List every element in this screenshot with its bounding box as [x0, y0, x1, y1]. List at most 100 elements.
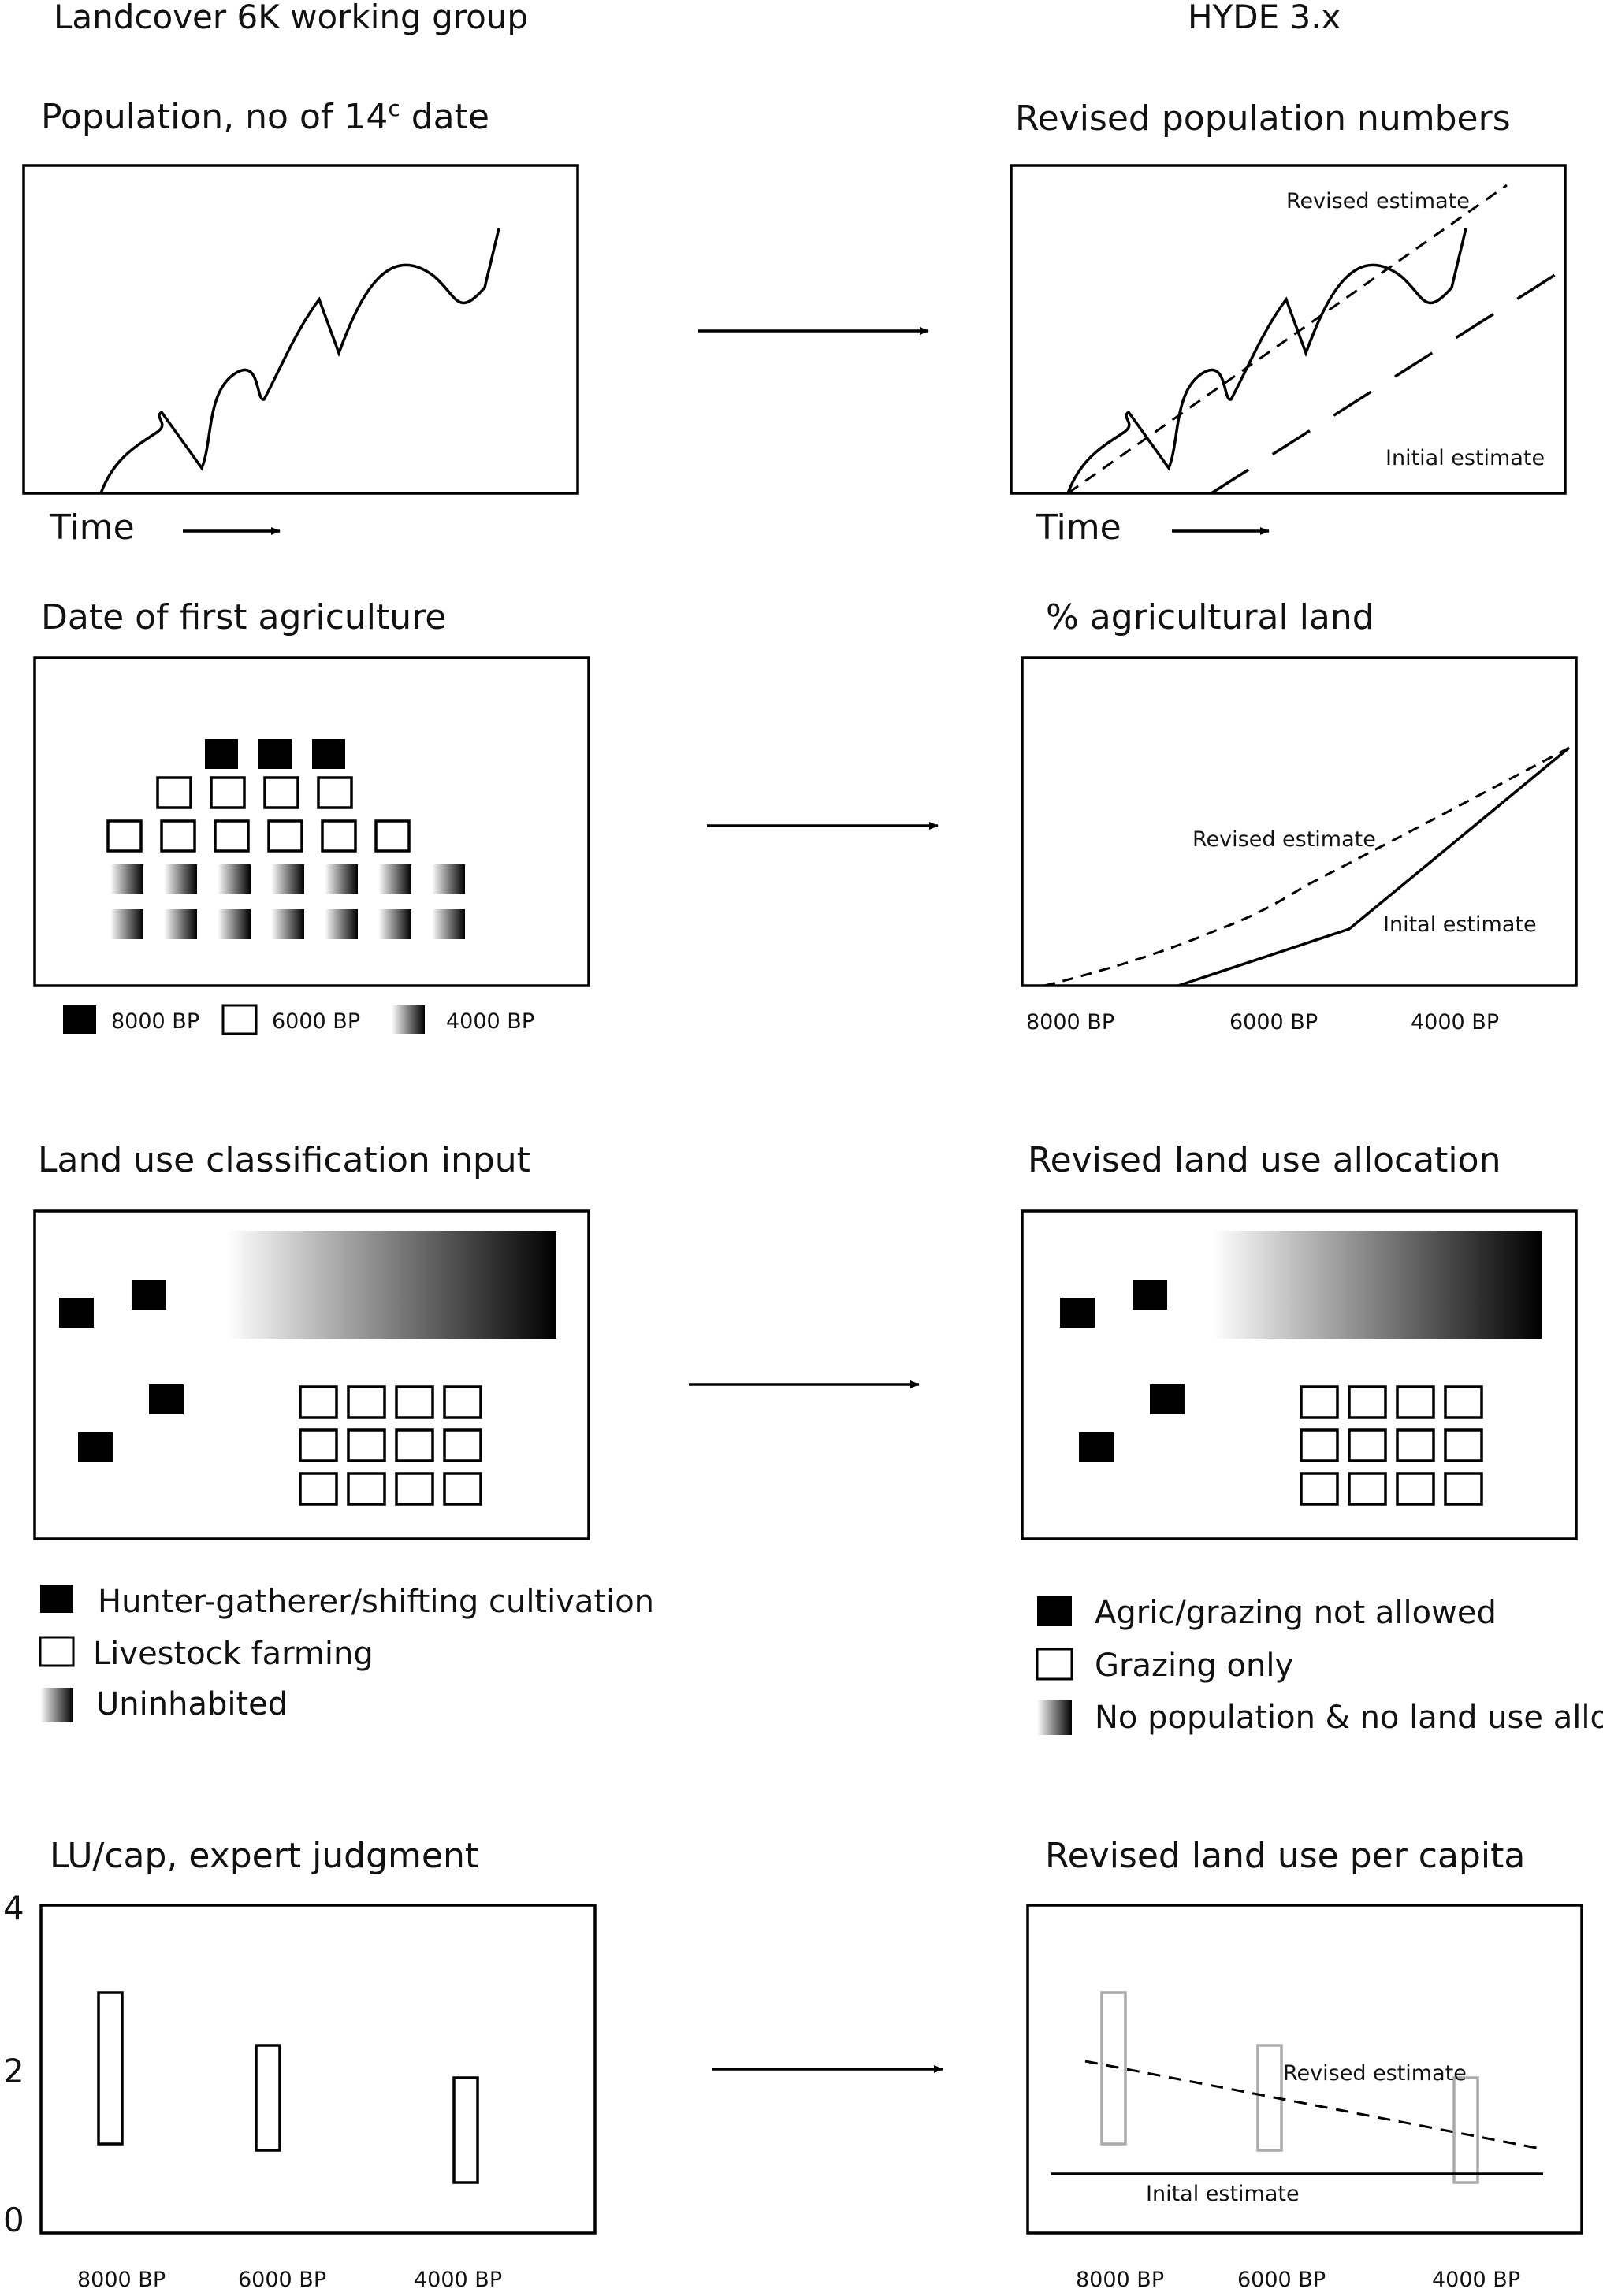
revised-estimate-line	[1067, 184, 1508, 495]
y-tick-4: 4	[3, 1889, 24, 1927]
y-tick-0: 0	[3, 2201, 24, 2239]
uninhabited-gradient	[227, 1231, 556, 1339]
lucap-left-panel	[39, 1904, 597, 2235]
agric-not-allowed-cell	[1133, 1280, 1167, 1310]
agri-cell-6000bp	[160, 819, 196, 853]
grazing-only-cell	[1300, 1472, 1339, 1506]
legend-no-population-label: No population & no land use allowed	[1095, 1700, 1603, 1736]
agri-x-tick-6000bp: 6000 BP	[1229, 1010, 1318, 1035]
agri-initial-estimate-line	[1177, 746, 1571, 987]
time-label-right: Time	[1036, 507, 1121, 548]
legend-4000bp-swatch	[392, 1005, 425, 1034]
lucap-initial-estimate-label: Inital estimate	[1146, 2182, 1300, 2206]
grazing-only-cell	[1300, 1428, 1339, 1462]
landuse-left-panel	[33, 1209, 590, 1540]
lucap-range-bar-8000bp	[97, 1991, 124, 2146]
initial-estimate-label: Initial estimate	[1385, 446, 1545, 470]
landuse-left-legend: Hunter-gatherer/shifting cultivation Liv…	[39, 1584, 654, 1722]
agri-cell-8000bp	[205, 739, 238, 769]
legend-hunter-gatherer-swatch	[40, 1585, 73, 1613]
hunter-gatherer-cell	[78, 1432, 113, 1462]
agri-cell-6000bp	[156, 776, 192, 809]
agriculture-right-panel	[1021, 656, 1578, 987]
agri-cell-8000bp	[312, 739, 345, 769]
legend-livestock-swatch	[39, 1636, 75, 1667]
livestock-cell	[395, 1428, 434, 1462]
agri-cell-4000bp	[164, 864, 197, 894]
agri-cell-6000bp	[106, 819, 143, 853]
lucap-gray-bar-4000bp	[1452, 2076, 1479, 2184]
agri-x-tick-8000bp: 8000 BP	[1026, 1010, 1114, 1035]
grazing-only-cell	[1348, 1428, 1387, 1462]
agric-not-allowed-cell	[1079, 1432, 1114, 1462]
agri-cell-4000bp	[164, 909, 197, 939]
landuse-right-panel	[1021, 1209, 1578, 1540]
legend-grazing-only-label: Grazing only	[1095, 1648, 1293, 1684]
legend-uninhabited-swatch	[40, 1688, 73, 1722]
livestock-cell	[443, 1385, 482, 1419]
livestock-cell	[395, 1385, 434, 1419]
lucap-revised-estimate-label: Revised estimate	[1283, 2061, 1467, 2086]
population-left-panel	[22, 164, 579, 495]
legend-agric-not-allowed-swatch	[1037, 1596, 1072, 1626]
landuse-left-title: Land use classification input	[38, 1140, 530, 1180]
legend-grazing-only-swatch	[1036, 1648, 1073, 1681]
lucap-left-x-tick-6000bp: 6000 BP	[238, 2268, 326, 2292]
legend-hunter-gatherer-label: Hunter-gatherer/shifting cultivation	[98, 1584, 654, 1620]
livestock-cell	[443, 1428, 482, 1462]
agriculture-legend: 8000 BP 6000 BP 4000 BP	[63, 1004, 534, 1035]
revised-estimate-label: Revised estimate	[1286, 189, 1470, 214]
agri-cell-6000bp	[267, 819, 303, 853]
grazing-only-cell	[1444, 1385, 1483, 1419]
lucap-range-bar-6000bp	[255, 2044, 281, 2152]
grazing-only-grid	[1300, 1385, 1483, 1506]
grazing-only-cell	[1348, 1385, 1387, 1419]
agriculture-left-panel	[33, 656, 590, 987]
agri-revised-estimate-line	[1043, 746, 1570, 987]
agri-cell-4000bp	[110, 909, 143, 939]
agriculture-right-title: % agricultural land	[1046, 597, 1374, 637]
hunter-gatherer-cell	[149, 1384, 184, 1414]
grazing-only-cell	[1300, 1385, 1339, 1419]
lucap-left-title: LU/cap, expert judgment	[50, 1836, 478, 1876]
agri-x-tick-4000bp: 4000 BP	[1411, 1010, 1499, 1035]
agri-cell-4000bp	[378, 909, 411, 939]
lucap-right-x-tick-6000bp: 6000 BP	[1237, 2268, 1326, 2292]
agri-cell-8000bp	[258, 739, 292, 769]
agric-not-allowed-cell	[1060, 1298, 1095, 1328]
legend-4000bp-label: 4000 BP	[446, 1009, 534, 1034]
lucap-right-panel	[1026, 1904, 1583, 2235]
livestock-cell	[299, 1385, 338, 1419]
agriculture-left-title: Date of first agriculture	[41, 597, 446, 637]
lucap-gray-bar-8000bp	[1100, 1991, 1127, 2146]
legend-8000bp-label: 8000 BP	[111, 1009, 199, 1034]
landuse-right-title: Revised land use allocation	[1028, 1140, 1501, 1180]
agri-cell-4000bp	[218, 909, 251, 939]
livestock-cell	[299, 1428, 338, 1462]
livestock-cell	[395, 1472, 434, 1506]
agri-cell-6000bp	[263, 776, 299, 809]
landuse-right-legend: Agric/grazing not allowed Grazing only N…	[1036, 1595, 1603, 1736]
livestock-grid	[299, 1385, 482, 1506]
lucap-revised-estimate-line	[1084, 2060, 1545, 2151]
lucap-range-bar-4000bp	[452, 2076, 479, 2184]
lucap-right-title: Revised land use per capita	[1045, 1836, 1525, 1876]
grazing-only-cell	[1396, 1385, 1435, 1419]
agri-cell-6000bp	[317, 776, 353, 809]
livestock-cell	[299, 1472, 338, 1506]
agri-cell-6000bp	[374, 819, 411, 853]
lucap-left-x-tick-4000bp: 4000 BP	[414, 2268, 502, 2292]
agric-not-allowed-cell	[1150, 1384, 1185, 1414]
right-column-title: HYDE 3.x	[1188, 0, 1341, 36]
agri-cell-6000bp	[321, 819, 357, 853]
hunter-gatherer-cell	[59, 1298, 94, 1328]
livestock-cell	[347, 1385, 386, 1419]
population-left-curve	[99, 228, 500, 494]
agri-cell-4000bp	[325, 864, 358, 894]
lucap-right-x-tick-8000bp: 8000 BP	[1076, 2268, 1164, 2292]
agri-revised-estimate-label: Revised estimate	[1192, 827, 1376, 852]
y-tick-2: 2	[3, 2052, 24, 2090]
agri-cell-4000bp	[271, 909, 304, 939]
revised-population-curve	[1066, 228, 1467, 494]
